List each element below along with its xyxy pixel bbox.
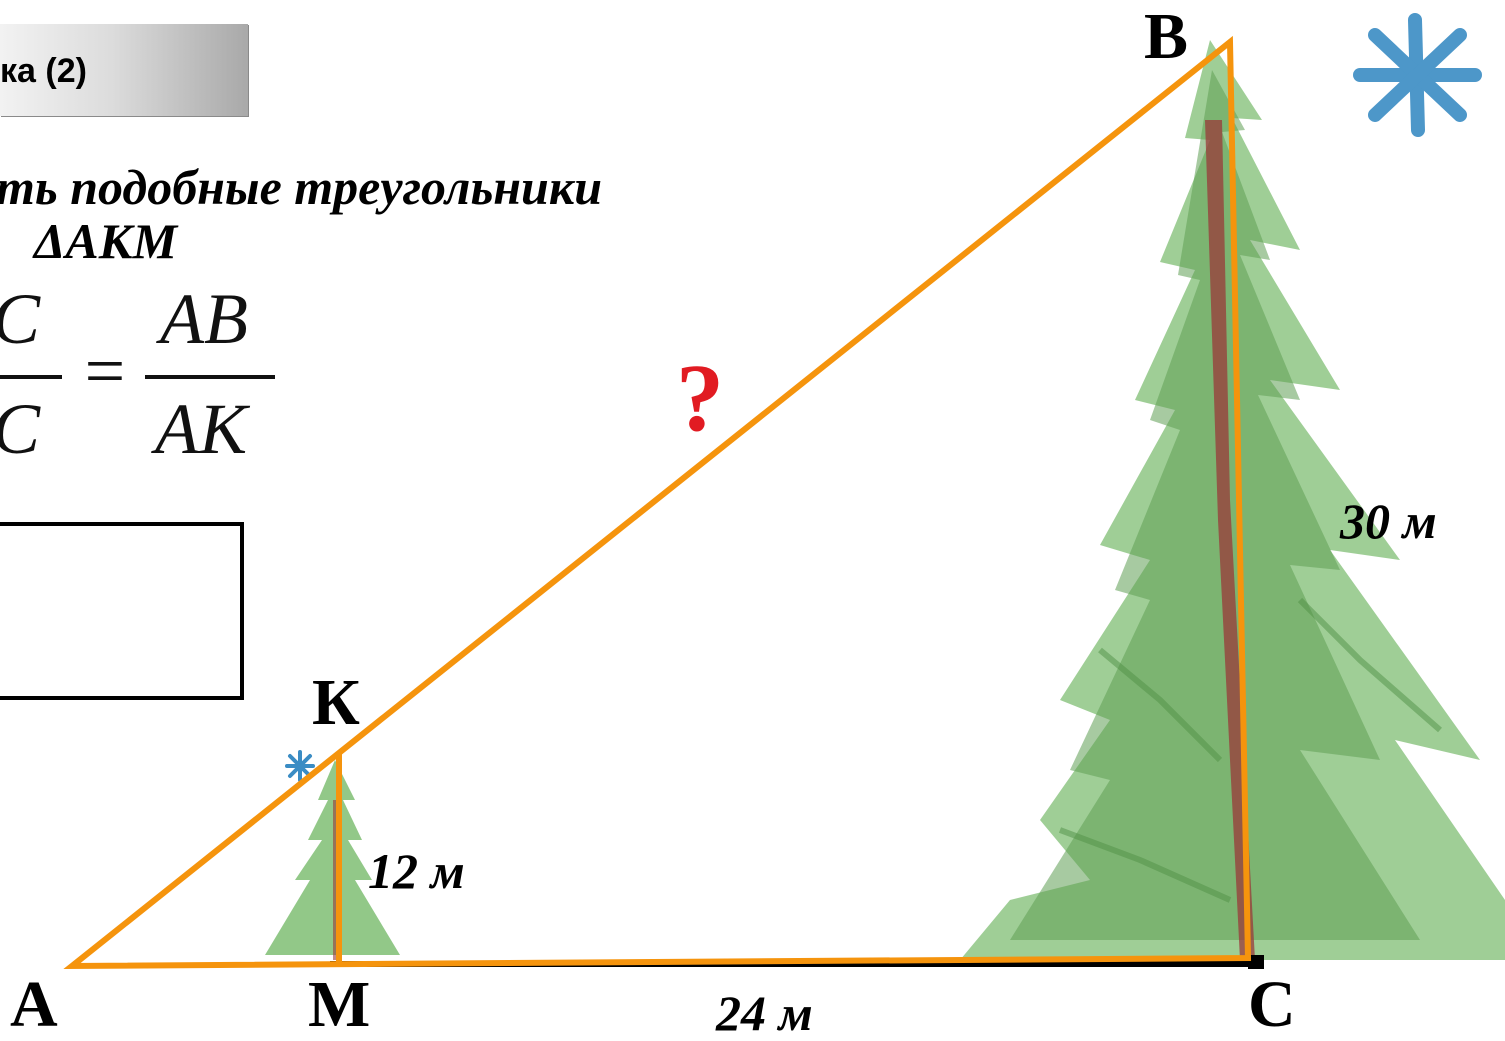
unknown-ab-marker: ? <box>676 344 724 451</box>
point-c-label: С <box>1248 968 1296 1041</box>
equals-sign: = <box>80 331 129 411</box>
small-star-illustration <box>285 750 315 782</box>
measure-mc: 24 м <box>716 985 813 1041</box>
point-k-label: К <box>312 666 360 739</box>
answer-box <box>0 522 244 700</box>
large-star-illustration <box>1353 13 1482 137</box>
right-denominator: AK <box>155 389 248 469</box>
left-numerator: C <box>0 278 40 361</box>
right-numerator: AB <box>160 279 248 359</box>
point-m-label: М <box>308 968 371 1041</box>
left-fraction-bar <box>0 375 62 379</box>
left-denominator: C <box>0 388 40 471</box>
point-b-label: В <box>1144 0 1189 73</box>
measure-km: 12 м <box>368 843 465 899</box>
slide-title: ка (2) <box>0 52 87 90</box>
right-fraction-bar <box>145 375 275 379</box>
task-text-line-1: ть подобные треугольники <box>0 159 603 215</box>
triangle-abc <box>63 35 1252 970</box>
slide-title-tab: ка (2) <box>0 24 248 116</box>
point-a-label: А <box>10 968 58 1041</box>
measure-bc: 30 м <box>1340 493 1437 549</box>
task-text-line-2: ΔАКМ <box>34 213 178 269</box>
right-angle-mark <box>1248 955 1264 969</box>
